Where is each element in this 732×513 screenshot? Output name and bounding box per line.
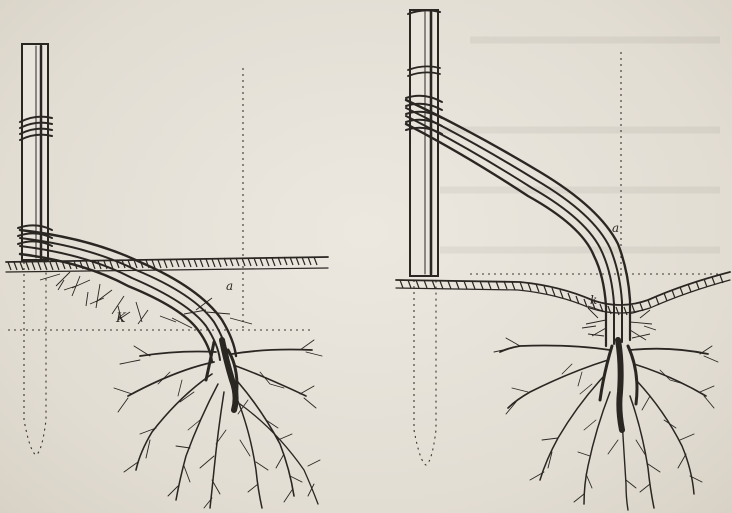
- right-root-mass: [494, 338, 718, 510]
- left-root-mass: [114, 340, 322, 508]
- left-small-rootlets: [40, 272, 252, 328]
- right-label-k: k: [590, 293, 597, 307]
- right-small-rootlets: [582, 306, 656, 340]
- show-through-text: [440, 40, 720, 250]
- right-label-a: a: [612, 221, 619, 235]
- right-guide-lines: [414, 52, 728, 465]
- left-label-k: K: [115, 311, 127, 326]
- right-panel: a k: [396, 10, 730, 510]
- left-label-a: a: [226, 279, 233, 293]
- left-panel: a K: [6, 44, 328, 508]
- right-ground: [396, 272, 730, 315]
- left-vine-layer: [18, 225, 236, 362]
- right-stake: [408, 10, 440, 276]
